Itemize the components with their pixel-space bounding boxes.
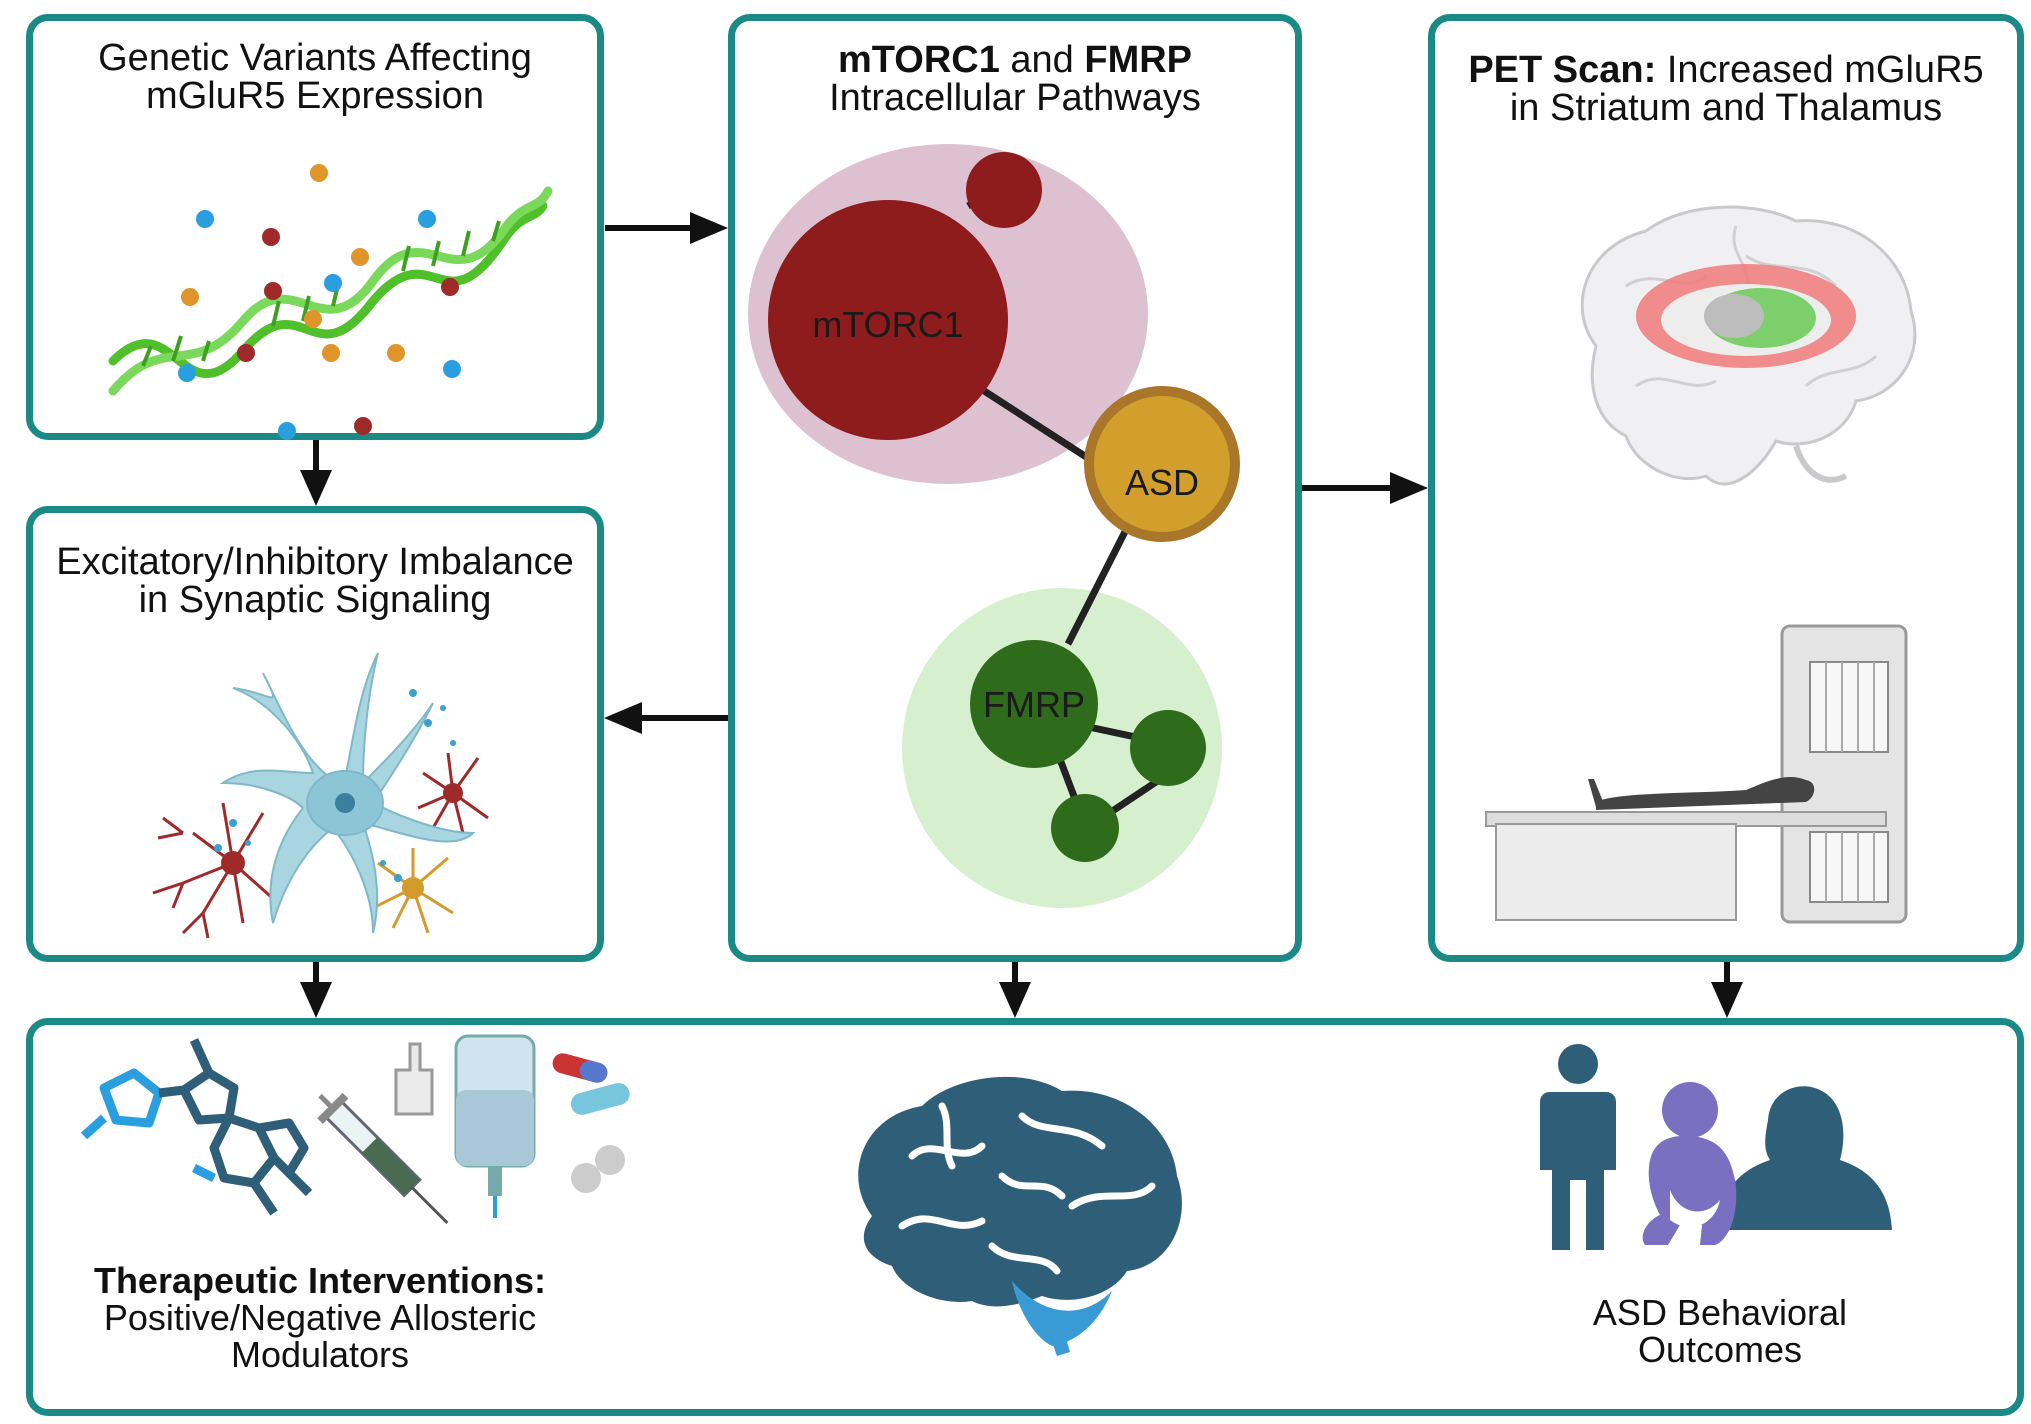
title-line-2: Intracellular Pathways	[829, 77, 1201, 119]
title-bold-fmrp: FMRP	[1084, 39, 1193, 81]
dna-icon	[108, 164, 553, 440]
brain-icon	[858, 1076, 1182, 1356]
iv-bag-icon	[454, 1034, 536, 1218]
fmrp-satellite-node-1	[1130, 710, 1206, 786]
mtorc1-satellite-node	[966, 152, 1042, 228]
title-line-2: in Striatum and Thalamus	[1509, 87, 1943, 129]
title-line-1: Excitatory/Inhibitory Imbalance	[56, 541, 574, 583]
outcomes-label: ASD Behavioral Outcomes	[1520, 1294, 1920, 1368]
panel-title: PET Scan: Increased mGluR5 in Striatum a…	[1435, 51, 2017, 127]
fmrp-label: FMRP	[983, 684, 1085, 725]
asd-node	[1084, 386, 1240, 542]
fmrp-node	[970, 640, 1098, 768]
pill-icon	[552, 1053, 630, 1193]
syringe-icon	[317, 1092, 449, 1224]
mtorc1-label: mTORC1	[812, 304, 964, 345]
people-icon	[1540, 1044, 1892, 1250]
nucleotide-dots	[178, 164, 461, 440]
outcomes-line-2: Outcomes	[1637, 1329, 1803, 1370]
panel-genetic-variants: Genetic Variants Affecting mGluR5 Expres…	[26, 14, 604, 440]
panel-title: mTORC1 and FMRP Intracellular Pathways	[735, 41, 1295, 117]
title-line-1: PET Scan: Increased mGluR5	[1435, 51, 2017, 89]
mtorc1-node	[768, 200, 1008, 440]
title-bold-mtorc1: mTORC1	[837, 39, 1000, 81]
inhaler-icon	[394, 1042, 434, 1116]
title-bold-pet: PET Scan:	[1468, 49, 1657, 91]
molecule-icon	[80, 1038, 313, 1216]
neuron-icon	[152, 652, 489, 939]
title-line-2: in Synaptic Signaling	[138, 579, 492, 621]
brain-pet-icon	[1580, 205, 1917, 486]
title-and: and	[999, 39, 1085, 81]
pet-scanner-icon	[1485, 624, 1908, 924]
title-line-1: mTORC1 and FMRP	[735, 41, 1295, 79]
therapy-line-2: Positive/Negative Allosteric	[103, 1297, 537, 1338]
title-line-1: Genetic Variants Affecting	[98, 37, 532, 79]
panel-title: Excitatory/Inhibitory Imbalance in Synap…	[33, 543, 597, 619]
fmrp-satellite-node-2	[1051, 794, 1119, 862]
title-rest: Increased mGluR5	[1656, 49, 1984, 91]
pathway-network	[748, 144, 1240, 908]
therapy-title: Therapeutic Interventions:	[93, 1260, 547, 1301]
therapy-line-3: Modulators	[230, 1334, 410, 1375]
panel-title: Genetic Variants Affecting mGluR5 Expres…	[33, 39, 597, 115]
panel-ei-imbalance: Excitatory/Inhibitory Imbalance in Synap…	[26, 506, 604, 962]
outcomes-line-1: ASD Behavioral	[1592, 1292, 1848, 1333]
therapy-label: Therapeutic Interventions: Positive/Nega…	[40, 1262, 600, 1373]
title-line-2: mGluR5 Expression	[146, 75, 484, 117]
asd-label: ASD	[1124, 462, 1200, 503]
